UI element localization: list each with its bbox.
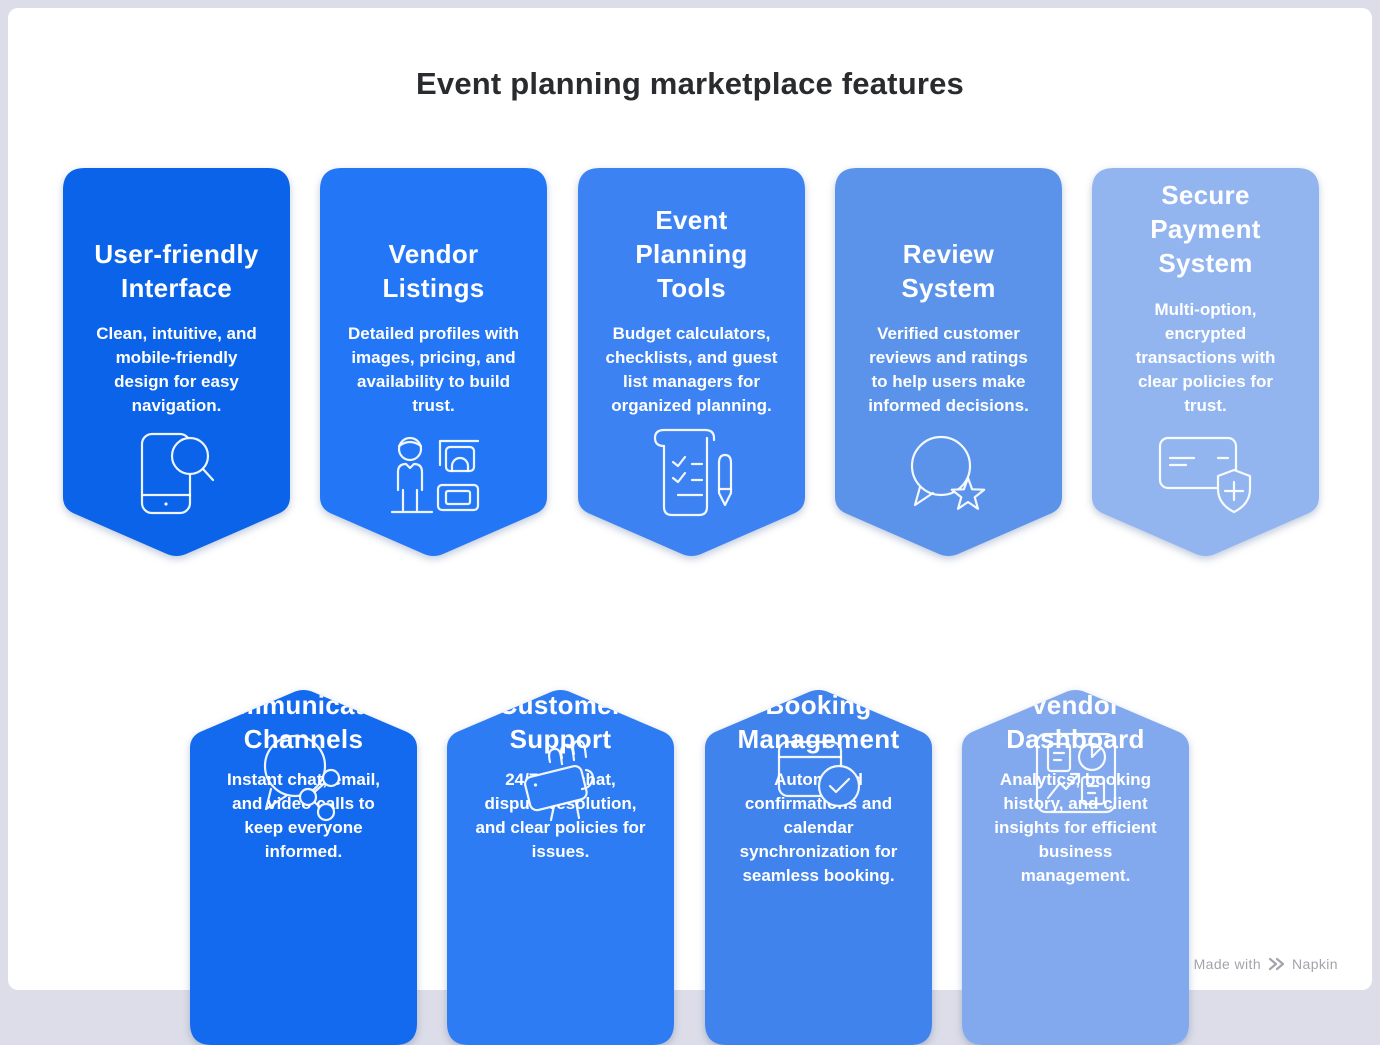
card-description: Instant chat, email, and video calls to … [226, 770, 381, 861]
review-star-bubble-icon [902, 433, 996, 517]
card-title: User-friendly Interface [94, 239, 259, 303]
card-description: Detailed profiles with images, pricing, … [348, 324, 519, 415]
card-description: Automated confirmations and calendar syn… [739, 794, 898, 885]
card-title: Review System [901, 239, 996, 303]
watermark-prefix: Made with [1193, 956, 1262, 972]
napkin-logo-icon [1268, 957, 1285, 971]
card-description: Clean, intuitive, and mobile-friendly de… [96, 324, 257, 415]
watermark-brand: Napkin [1292, 956, 1338, 972]
card-description: Budget calculators, checklists, and gues… [605, 324, 778, 415]
vendor-booth-icon [386, 433, 482, 517]
card-shield-icon [1158, 433, 1254, 517]
dashboard-icon [1035, 732, 1117, 814]
page-title: Event planning marketplace features [416, 66, 964, 101]
chat-share-icon [258, 732, 350, 822]
card-title: Event Planning Tools [635, 205, 748, 303]
card-title: Vendor Listings [382, 239, 485, 303]
card-description: Verified customer reviews and ratings to… [868, 324, 1029, 415]
card-description: Multi-option, encrypted transactions wit… [1135, 300, 1276, 415]
napkin-watermark: Made with Napkin [1194, 956, 1338, 972]
hand-phone-icon [520, 732, 602, 824]
phone-search-icon [138, 429, 216, 517]
checklist-pen-icon [649, 425, 735, 517]
feature-card-booking-management: Booking ManagementAutomated confirmation… [705, 542, 932, 1045]
calendar-check-icon [775, 732, 863, 810]
card-title: Secure Payment System [1150, 180, 1261, 278]
card-title: Booking Management [737, 690, 900, 754]
